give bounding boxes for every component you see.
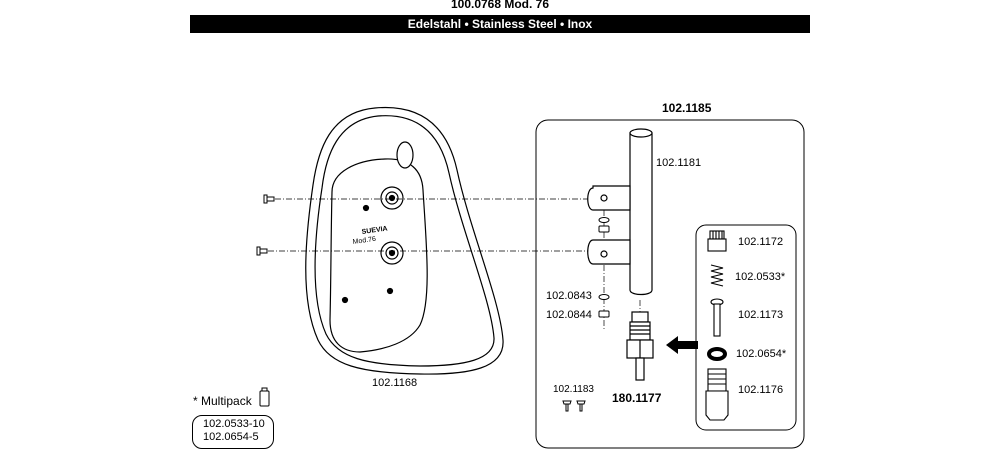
insert-parts [705,230,729,421]
multipack-box: 102.0533-10 102.0654-5 [192,415,274,449]
material-bar: Edelstahl • Stainless Steel • Inox [190,15,810,33]
label-screws: 102.1183 [553,384,594,395]
logo-model: Mod.76 [352,236,376,246]
label-washer: 102.0843 [546,290,592,302]
material-text: Edelstahl • Stainless Steel • Inox [407,17,593,31]
logo-suevia: SUEVIA [361,225,388,236]
upper-bracket [587,185,631,211]
label-cap: 102.1172 [738,236,784,248]
bowl-drawing [305,106,504,375]
kit-frame [535,119,805,449]
multipack-item: 102.0533-10 [203,418,265,430]
label-pin: 102.1173 [738,309,784,321]
insert-frame [695,224,797,431]
label-bowl: 102.1168 [372,377,418,389]
valve-drawing [626,311,654,381]
multipack-label: * Multipack [193,394,252,408]
drawing-title: 100.0768 Mod. 76 [450,0,550,11]
bottom-screws [562,400,586,412]
bowl-top-hole [396,141,414,169]
label-spring: 102.0533* [735,271,786,283]
multipack-item: 102.0654-5 [203,431,259,443]
label-valve: 180.1177 [612,391,662,405]
label-nut: 102.0844 [546,309,592,321]
label-body: 102.1176 [738,384,784,396]
left-screws [256,194,275,256]
pipe-drawing [587,128,653,296]
label-pipe: 102.1181 [656,157,702,169]
label-oring: 102.0654* [736,348,787,360]
label-kit: 102.1185 [662,101,712,115]
multipack-icon [259,387,270,407]
insert-arrow [666,336,698,354]
bowl-back-plate [329,158,428,353]
lower-bracket [587,239,631,265]
small-fittings [598,217,610,318]
